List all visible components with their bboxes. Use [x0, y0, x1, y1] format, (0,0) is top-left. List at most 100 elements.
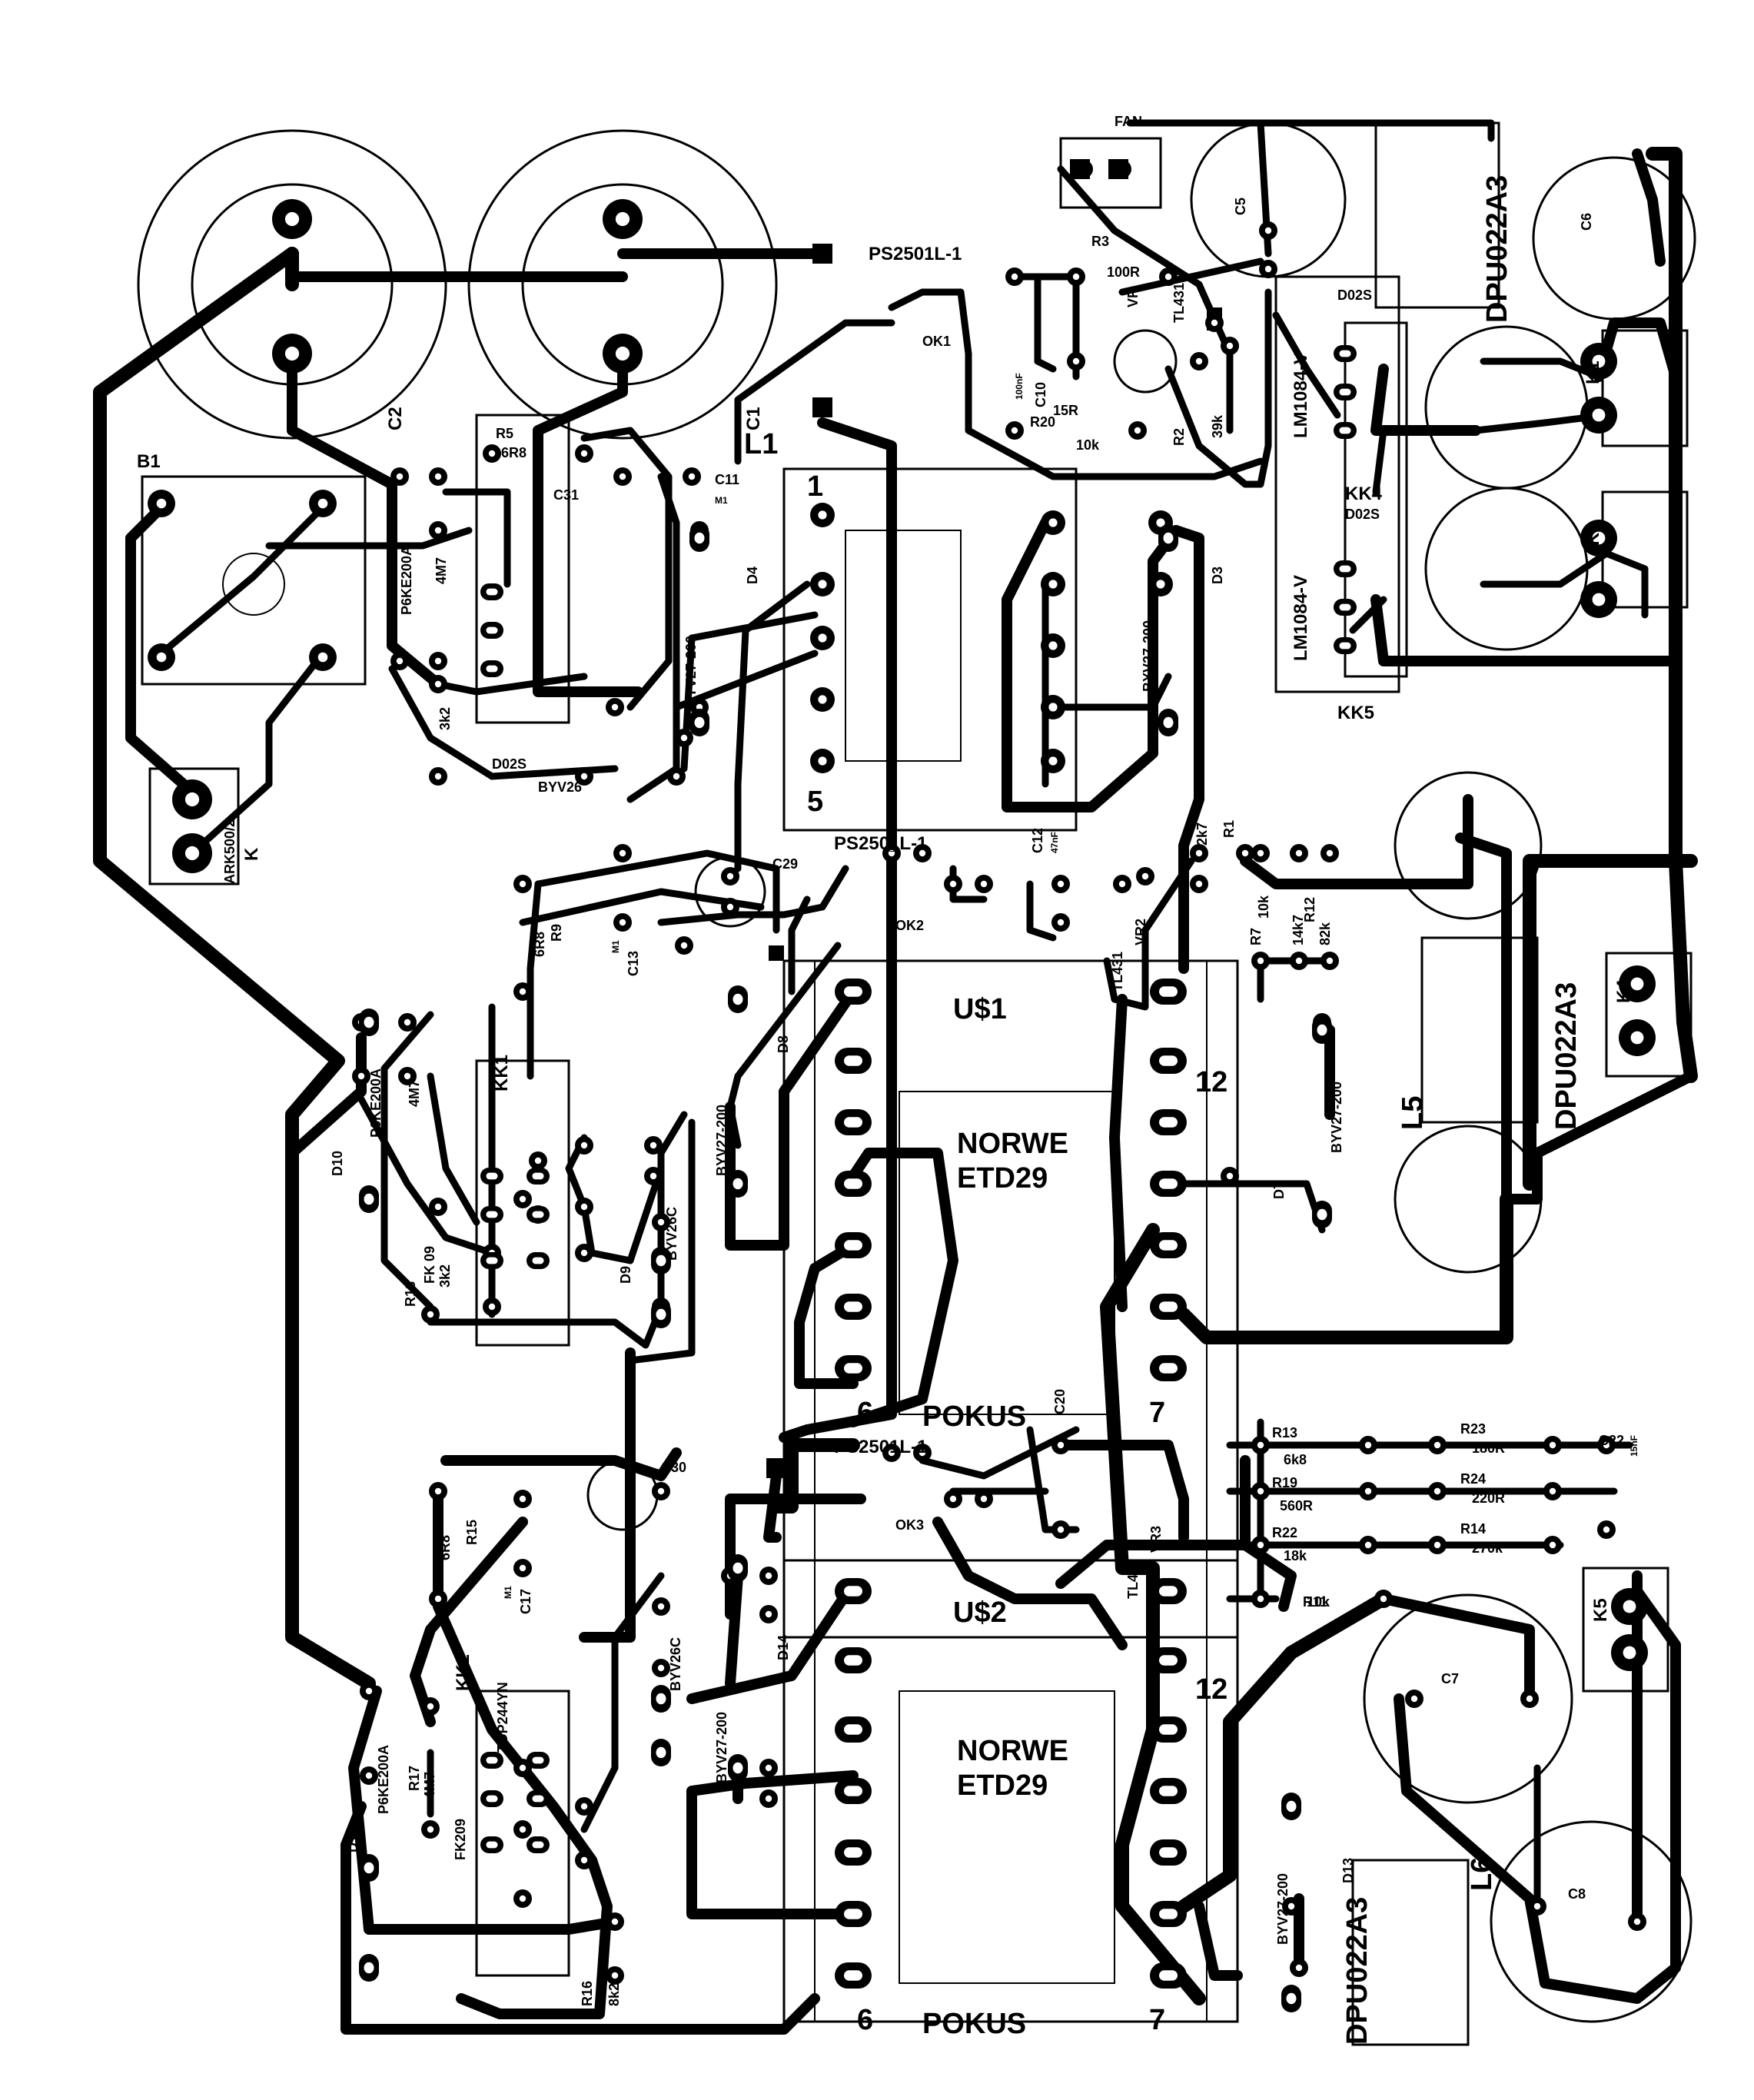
label-b1: B1 — [137, 451, 161, 472]
pad-hole — [980, 1495, 988, 1503]
pad-hole — [434, 1487, 442, 1495]
pad-oval-hole — [844, 1786, 862, 1796]
label-p6ke3: P6KE200A — [376, 1745, 391, 1814]
label-tl431c: TL431 — [1125, 1559, 1141, 1599]
pad-oval-hole — [844, 1117, 862, 1128]
pad-oval-hole — [532, 1841, 544, 1849]
pad-oval-hole — [694, 532, 705, 544]
pad-hole — [1623, 1600, 1636, 1613]
pad-hole — [1257, 1541, 1264, 1549]
label-r23: R23 — [1460, 1421, 1486, 1437]
label-n6a: 6 — [857, 1397, 873, 1429]
label-c13: C13 — [626, 951, 641, 976]
pad-hole — [365, 1772, 373, 1779]
label-r1: R1 — [1221, 820, 1237, 838]
pad-hole — [1364, 1541, 1372, 1549]
pad-oval-hole — [732, 1762, 743, 1774]
pad-hole — [519, 1495, 527, 1503]
pad-hole — [615, 346, 630, 361]
pad-hole — [649, 1141, 657, 1149]
pad-hole — [980, 880, 988, 888]
label-norwe2: NORWE — [957, 1735, 1068, 1767]
label-c10: C10 — [1033, 382, 1048, 407]
pad-oval-hole — [732, 993, 743, 1005]
pad-hole — [519, 988, 527, 995]
pad-hole — [357, 1072, 365, 1080]
pad-hole — [1287, 1902, 1295, 1910]
label-r17: R17 — [407, 1766, 422, 1791]
pad-oval-hole — [1159, 1786, 1178, 1796]
label-v4m7b: 4M7 — [407, 1080, 422, 1107]
pad-hole — [1241, 849, 1249, 857]
label-byv4: BYV27-200 — [714, 1105, 729, 1176]
pad-hole — [949, 880, 957, 888]
label-k5: K5 — [1590, 1598, 1611, 1622]
label-v4m7a: 4M7 — [434, 557, 449, 584]
pad-hole — [427, 1826, 434, 1833]
label-tl431b: TL431 — [1110, 952, 1125, 992]
pad-hole — [1211, 319, 1218, 327]
pad-hole — [1072, 357, 1080, 365]
pad-oval-hole — [1339, 565, 1351, 573]
label-m1a: M1 — [715, 495, 728, 506]
pad-square — [769, 945, 784, 961]
pad-hole — [284, 346, 300, 361]
pad-oval-hole — [1159, 1240, 1178, 1251]
pad-oval-hole — [844, 1055, 862, 1066]
label-v39k: 39k — [1210, 414, 1225, 438]
label-m1c: M1 — [503, 1586, 513, 1599]
label-c6: C6 — [1579, 213, 1594, 231]
label-n6b: 6 — [857, 2004, 873, 2036]
pad-oval-hole — [532, 1172, 544, 1180]
pad-oval-hole — [1339, 603, 1351, 611]
pad-hole — [580, 450, 588, 457]
pad-hole — [1057, 880, 1065, 888]
pad-oval-hole — [844, 1909, 862, 1919]
pad-hole — [1226, 1172, 1234, 1180]
pad-oval-hole — [844, 1240, 862, 1251]
pad-hole — [1118, 880, 1126, 888]
label-k3: K3 — [1583, 522, 1603, 546]
pad-hole — [1295, 849, 1303, 857]
label-v180r: 180R — [1472, 1440, 1505, 1456]
pad-hole — [404, 1072, 411, 1080]
pad-hole — [1603, 1526, 1610, 1533]
pad-hole — [1141, 872, 1149, 880]
label-dpu1: DPU022A3 — [1481, 175, 1513, 323]
pad-hole — [1326, 957, 1334, 965]
label-fk1: FK 09 — [422, 1246, 437, 1284]
label-ok1: OK1 — [922, 334, 951, 349]
pad-hole — [1630, 977, 1644, 991]
label-d14: D14 — [776, 1635, 791, 1660]
pad-oval-hole — [694, 716, 705, 729]
label-v4m7c: 4M7 — [422, 1772, 437, 1799]
pad-oval-hole — [844, 1970, 862, 1981]
pad-hole — [1630, 1031, 1644, 1045]
pad-hole — [580, 1249, 588, 1257]
pad-hole — [1549, 1487, 1556, 1495]
pad-oval-hole — [656, 1693, 666, 1705]
pad-oval-hole — [844, 1586, 862, 1597]
pad-hole — [434, 527, 442, 534]
pad-hole — [949, 1495, 957, 1503]
pad-square — [1108, 159, 1128, 179]
pad-oval-hole — [1317, 1024, 1327, 1036]
pad-oval-hole — [364, 1862, 374, 1874]
label-v82k: 82k — [1317, 922, 1333, 945]
pad-hole — [519, 1564, 527, 1572]
pad-hole — [619, 473, 626, 480]
pad-oval-hole — [1159, 1724, 1178, 1735]
label-byv3: BYV27-200 — [1329, 1082, 1344, 1153]
pad-hole — [696, 703, 703, 711]
label-v100r: 100R — [1107, 264, 1140, 280]
pad-hole — [404, 1018, 411, 1026]
pad-hole — [680, 734, 688, 742]
pad-hole — [818, 633, 827, 643]
pad-oval-hole — [532, 1211, 544, 1218]
label-r22: R22 — [1272, 1525, 1297, 1540]
label-v2k7: 2k7 — [1194, 822, 1210, 846]
label-c31: C31 — [553, 487, 579, 503]
pad-hole — [1195, 880, 1203, 888]
pad-hole — [1011, 427, 1018, 434]
pad-hole — [726, 872, 734, 880]
